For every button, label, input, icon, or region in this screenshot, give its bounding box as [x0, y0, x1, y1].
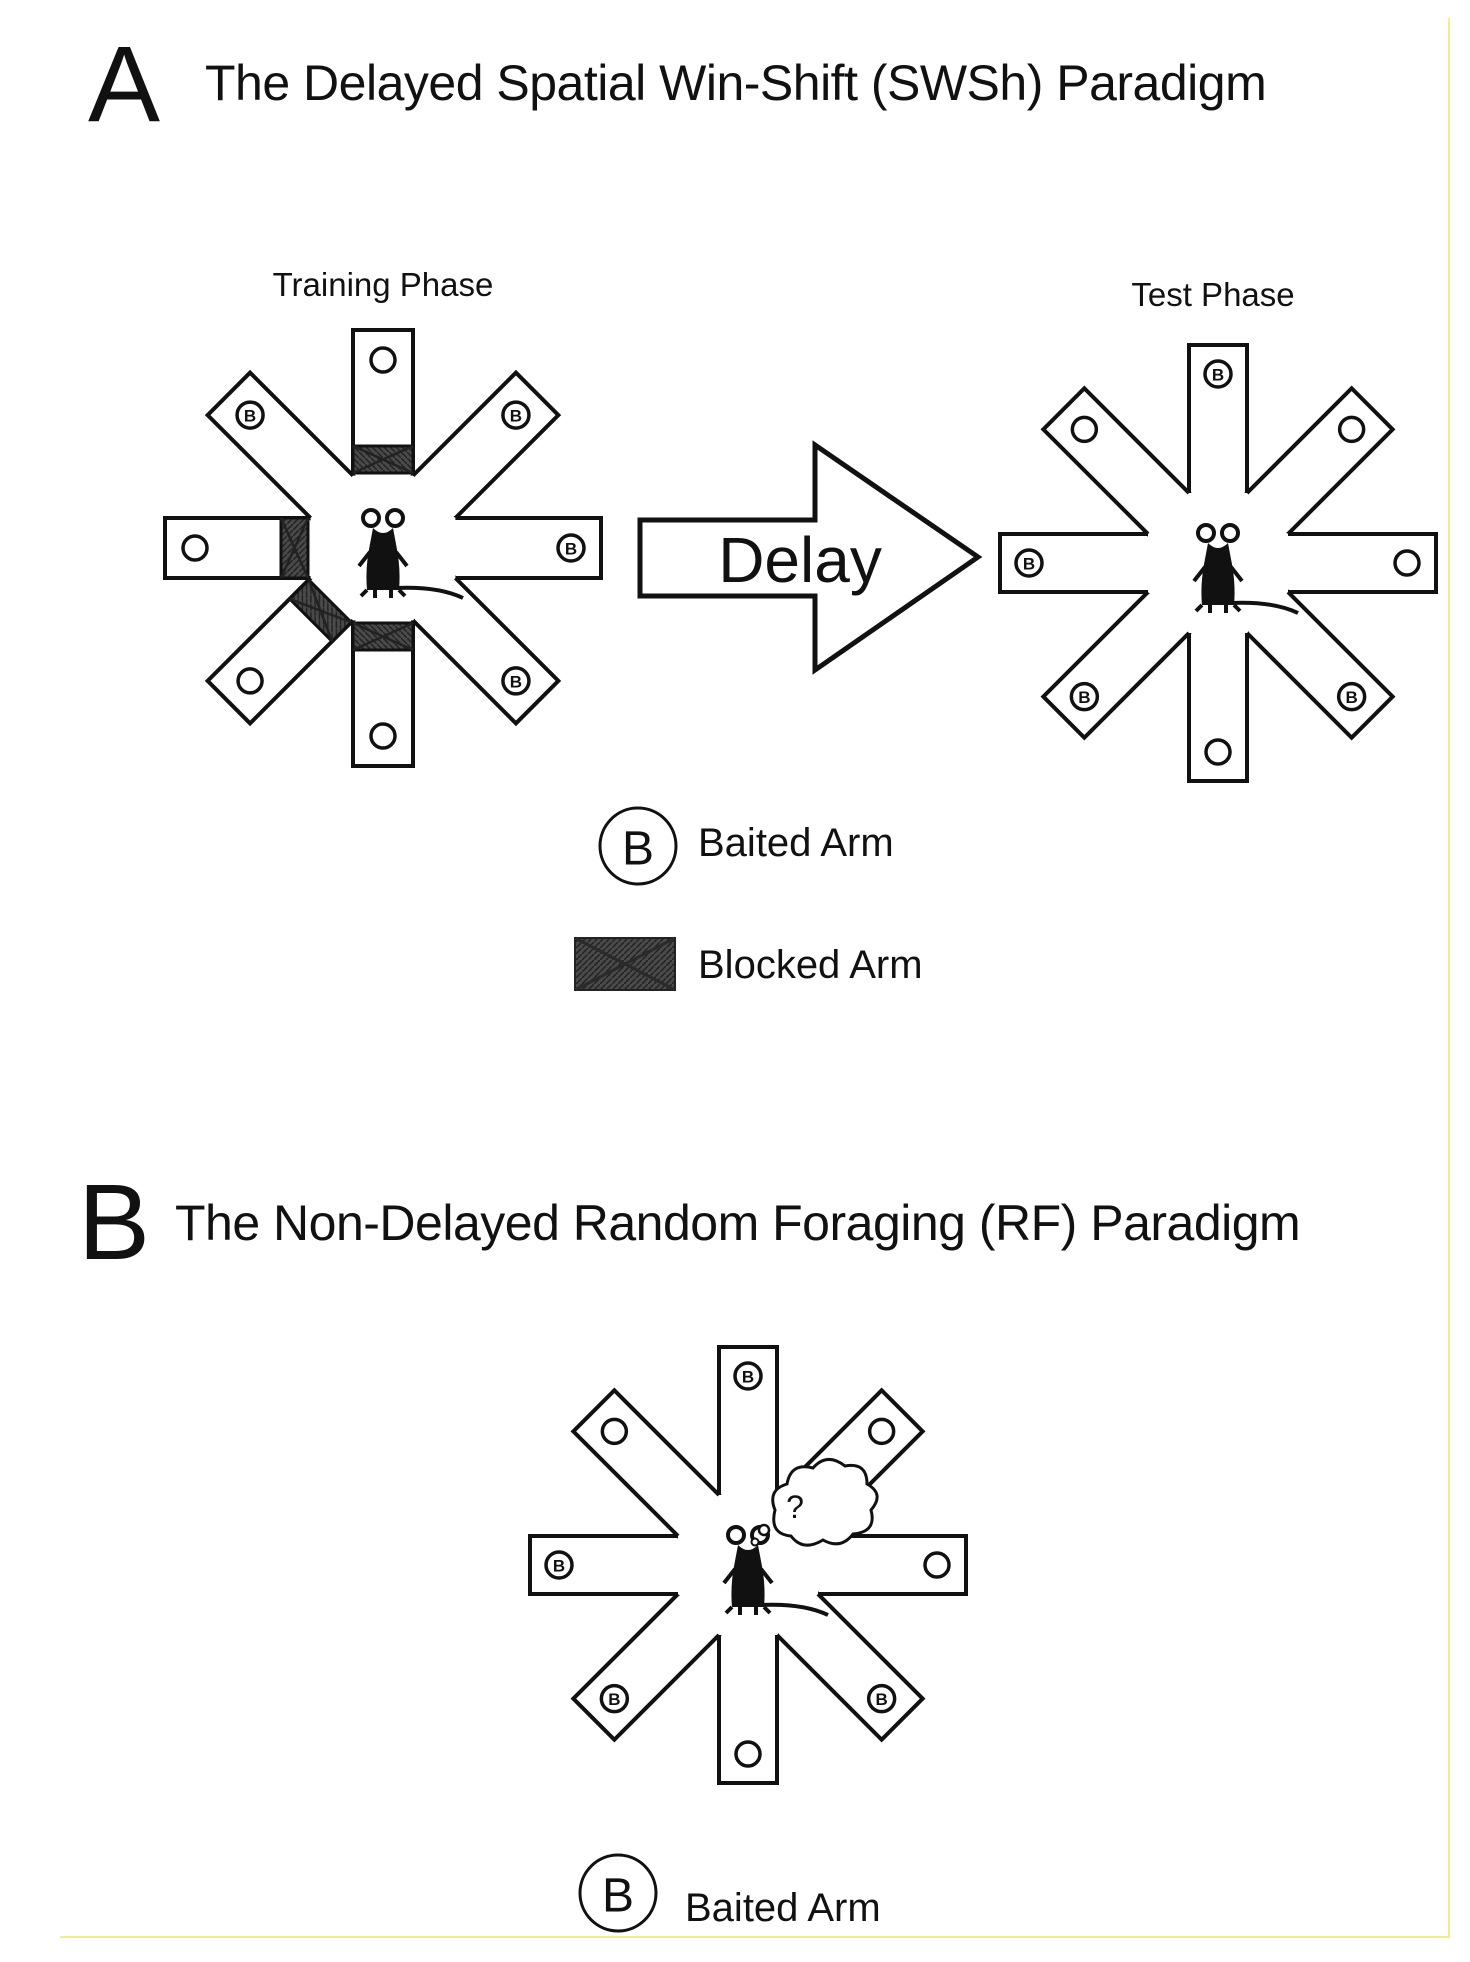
- thought-bubble: ?: [750, 1458, 879, 1547]
- legend-b-baited-symbol: B: [578, 1853, 658, 1933]
- svg-text:B: B: [1346, 688, 1358, 707]
- rf-bait-southwest: B: [599, 1683, 630, 1714]
- test-maze: B B B B: [998, 343, 1438, 783]
- training-hole-north: [369, 346, 397, 374]
- svg-text:B: B: [510, 672, 522, 691]
- legend-baited-label: Baited Arm: [698, 821, 894, 865]
- svg-text:B: B: [1023, 555, 1035, 574]
- svg-text:B: B: [1078, 688, 1090, 707]
- training-maze: B B B B: [163, 328, 603, 768]
- test-bait-west: B: [1014, 548, 1044, 578]
- training-bait-northeast: B: [501, 400, 531, 430]
- training-phase-label: Training Phase: [272, 266, 494, 303]
- rf-bait-west: B: [544, 1550, 574, 1580]
- legend-blocked-label: Blocked Arm: [698, 943, 923, 987]
- training-block-southwest: [287, 577, 354, 644]
- test-bait-southeast: B: [1336, 681, 1367, 712]
- svg-text:B: B: [565, 540, 577, 559]
- svg-text:B: B: [1212, 366, 1224, 385]
- panel-a-letter: A: [88, 23, 161, 144]
- test-rat: [1192, 523, 1299, 615]
- legend-baited-symbol: B: [598, 806, 678, 886]
- delay-arrow: Delay: [637, 440, 983, 675]
- training-block-north: [351, 444, 415, 475]
- panel-b-letter: B: [78, 1161, 151, 1282]
- test-hole-east: [1393, 549, 1421, 577]
- rf-rat: [722, 1525, 829, 1617]
- page-edge: [60, 18, 1450, 1938]
- rf-hole-northeast: [867, 1417, 896, 1446]
- legend-blocked-swatch: [574, 936, 676, 992]
- test-hole-northwest: [1070, 415, 1099, 444]
- svg-text:B: B: [876, 1690, 888, 1709]
- legend-b-baited-label: Baited Arm: [685, 1886, 881, 1930]
- svg-text:B: B: [622, 823, 654, 876]
- svg-text:B: B: [553, 1557, 565, 1576]
- test-hole-south: [1204, 738, 1232, 766]
- svg-text:?: ?: [786, 1489, 804, 1525]
- training-block-south: [351, 621, 415, 652]
- svg-text:B: B: [510, 407, 522, 426]
- test-bait-north: B: [1203, 359, 1233, 389]
- test-bait-southwest: B: [1069, 681, 1100, 712]
- training-rat: [357, 508, 464, 600]
- training-hole-west: [181, 534, 209, 562]
- training-block-west: [279, 516, 310, 580]
- training-hole-south: [369, 722, 397, 750]
- training-hole-southwest: [236, 667, 264, 695]
- training-bait-northwest: B: [235, 400, 265, 430]
- rf-hole-northwest: [600, 1417, 629, 1446]
- rf-bait-north: B: [733, 1361, 763, 1391]
- svg-text:B: B: [742, 1368, 754, 1387]
- test-phase-label: Test Phase: [1131, 276, 1295, 313]
- training-bait-east: B: [556, 533, 586, 563]
- svg-text:B: B: [608, 1690, 620, 1709]
- svg-text:B: B: [244, 407, 256, 426]
- training-bait-southeast: B: [501, 666, 531, 696]
- rf-hole-east: [923, 1551, 951, 1579]
- rf-bait-southeast: B: [866, 1683, 897, 1714]
- svg-text:B: B: [602, 1870, 634, 1923]
- delay-label: Delay: [718, 524, 882, 596]
- test-hole-northeast: [1337, 415, 1366, 444]
- panel-b-title: The Non-Delayed Random Foraging (RF) Par…: [175, 1195, 1301, 1251]
- rf-hole-south: [734, 1740, 762, 1768]
- panel-a-title: The Delayed Spatial Win-Shift (SWSh) Par…: [205, 55, 1267, 111]
- random-foraging-maze: B B B B: [528, 1345, 968, 1785]
